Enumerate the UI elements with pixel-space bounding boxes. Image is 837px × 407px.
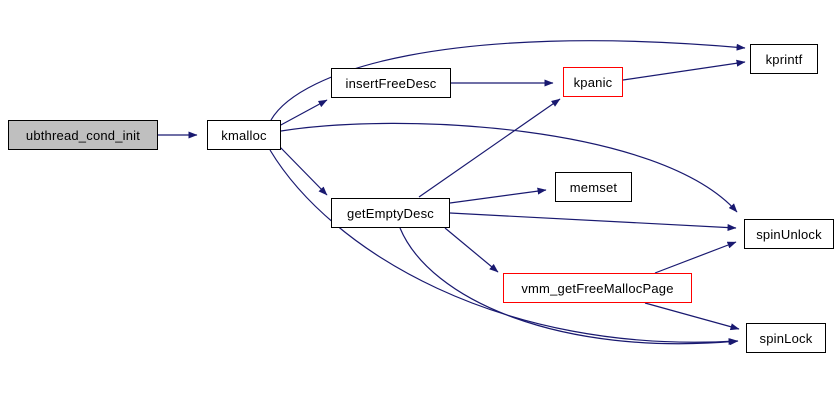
graph-edge-getEmptyDesc-to-memset: [449, 187, 547, 204]
graph-node-label: vmm_getFreeMallocPage: [521, 280, 674, 296]
graph-edge-getEmptyDesc-to-vmm_getFreeMallocPage: [444, 227, 499, 273]
graph-edge-vmm_getFreeMallocPage-to-spinLock: [644, 302, 740, 331]
graph-node-spinUnlock[interactable]: spinUnlock: [744, 219, 834, 249]
graph-node-kmalloc[interactable]: kmalloc: [207, 120, 281, 150]
graph-node-vmm_getFreeMallocPage[interactable]: vmm_getFreeMallocPage: [503, 273, 692, 303]
graph-node-label: spinLock: [759, 330, 813, 346]
graph-node-label: insertFreeDesc: [345, 75, 437, 91]
graph-node-label: getEmptyDesc: [347, 205, 434, 221]
graph-node-kpanic[interactable]: kpanic: [563, 67, 623, 97]
graph-edge-vmm_getFreeMallocPage-to-spinUnlock: [654, 241, 737, 274]
graph-edge-getEmptyDesc-to-spinUnlock: [449, 212, 737, 232]
graph-node-label: kmalloc: [221, 127, 267, 143]
graph-node-kprintf[interactable]: kprintf: [750, 44, 818, 74]
graph-node-label: spinUnlock: [756, 226, 822, 242]
graph-node-label: ubthread_cond_init: [25, 127, 141, 143]
graph-node-getEmptyDesc[interactable]: getEmptyDesc: [331, 198, 450, 228]
graph-edge-kmalloc-to-insertFreeDesc: [278, 99, 328, 127]
graph-node-label: memset: [569, 179, 618, 195]
graph-node-spinLock[interactable]: spinLock: [746, 323, 826, 353]
graph-node-memset[interactable]: memset: [555, 172, 632, 202]
graph-node-label: kpanic: [573, 74, 613, 90]
graph-edge-kpanic-to-kprintf: [622, 59, 746, 81]
graph-edge-getEmptyDesc-to-kpanic: [418, 98, 561, 198]
graph-node-ubthread_cond_init[interactable]: ubthread_cond_init: [8, 120, 158, 150]
graph-edge-kmalloc-to-spinLock: [269, 149, 738, 345]
graph-node-label: kprintf: [765, 51, 803, 67]
graph-node-insertFreeDesc[interactable]: insertFreeDesc: [331, 68, 451, 98]
graph-edge-kmalloc-to-getEmptyDesc: [278, 145, 328, 196]
